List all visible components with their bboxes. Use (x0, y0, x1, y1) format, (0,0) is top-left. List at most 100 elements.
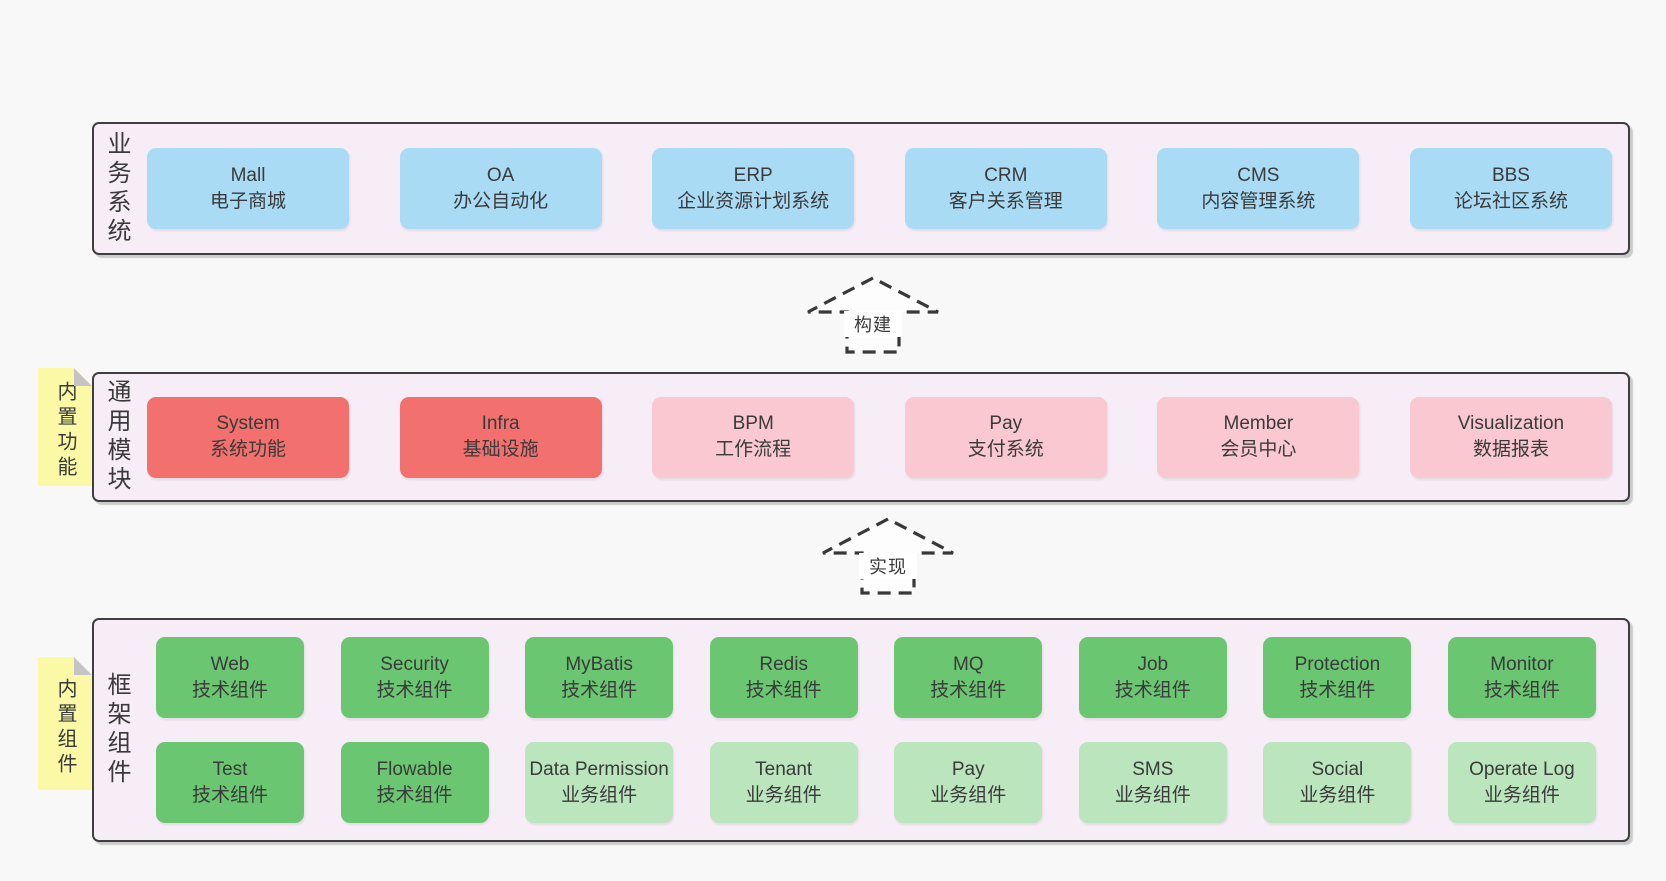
box-infra: Infra 基础设施 (399, 396, 602, 478)
box-social: Social 业务组件 (1263, 742, 1412, 823)
component-row: System 系统功能 Infra 基础设施 BPM 工作流程 Pay 支付系统 Member 会… (147, 396, 1612, 478)
box-security: Security 技术组件 (340, 637, 489, 718)
box-title: Security (380, 653, 449, 675)
box-title: Visualization (1457, 413, 1565, 435)
box-pay: Pay 支付系统 (904, 396, 1107, 478)
box-subtitle: 业务组件 (930, 784, 1007, 806)
box-title: System (216, 413, 280, 435)
box-subtitle: 系统功能 (209, 439, 286, 460)
box-subtitle: 技术组件 (930, 679, 1007, 701)
box-subtitle: 会员中心 (1220, 439, 1297, 460)
layer-label: 通用模块 (103, 379, 130, 495)
box-title: MQ (952, 653, 984, 675)
layer-label: 框架组件 (103, 672, 130, 788)
folded-corner-icon (74, 657, 92, 675)
box-title: BPM (732, 413, 774, 435)
box-subtitle: 基础设施 (462, 439, 539, 460)
box-test: Test 技术组件 (156, 742, 304, 823)
box-subtitle: 业务组件 (1299, 784, 1376, 806)
box-title: ERP (733, 164, 773, 186)
box-member: Member 会员中心 (1157, 396, 1360, 478)
box-cms: CMS 内容管理系统 (1157, 148, 1360, 229)
box-data-permission: Data Permission 业务组件 (525, 742, 674, 823)
box-title: Protection (1294, 653, 1381, 675)
box-subtitle: 支付系统 (967, 439, 1044, 460)
box-title: Pay (951, 758, 985, 780)
box-crm: CRM 客户关系管理 (904, 148, 1107, 229)
box-subtitle: 技术组件 (1299, 679, 1376, 701)
box-title: Social (1311, 758, 1364, 780)
box-title: OA (486, 164, 515, 186)
box-title: MyBatis (565, 653, 633, 675)
box-subtitle: 业务组件 (1114, 784, 1191, 806)
layer-common-modules: 通用模块 System 系统功能 Infra 基础设施 BPM 工作流程 Pay 支付系统 Me… (92, 372, 1630, 502)
box-subtitle: 数据报表 (1472, 439, 1549, 460)
box-pay: Pay 业务组件 (894, 742, 1043, 823)
box-subtitle: 内容管理系统 (1201, 190, 1316, 212)
box-tenant: Tenant 业务组件 (709, 742, 858, 823)
box-subtitle: 论坛社区系统 (1453, 190, 1568, 212)
folded-corner-icon (74, 368, 92, 386)
arrow-implement-label: 实现 (859, 553, 917, 579)
box-title: Infra (481, 413, 520, 435)
box-subtitle: 业务组件 (561, 784, 638, 806)
box-oa: OA 办公自动化 (399, 148, 602, 229)
box-title: BBS (1491, 164, 1530, 186)
box-subtitle: 业务组件 (1483, 784, 1560, 806)
box-title: Monitor (1490, 653, 1554, 675)
box-subtitle: 技术组件 (561, 679, 638, 701)
box-subtitle: 技术组件 (1114, 679, 1191, 701)
box-title: Test (212, 758, 248, 780)
box-flowable: Flowable 技术组件 (340, 742, 489, 823)
box-title: Flowable (376, 758, 453, 780)
layer-rows: System 系统功能 Infra 基础设施 BPM 工作流程 Pay 支付系统 Member 会… (147, 374, 1612, 500)
box-job: Job 技术组件 (1078, 637, 1227, 718)
box-sms: SMS 业务组件 (1078, 742, 1227, 823)
box-subtitle: 技术组件 (745, 679, 822, 701)
box-mq: MQ 技术组件 (894, 637, 1043, 718)
box-operate-log: Operate Log 业务组件 (1447, 742, 1596, 823)
box-title: Member (1223, 413, 1294, 435)
box-visualization: Visualization 数据报表 (1409, 396, 1612, 478)
box-bbs: BBS 论坛社区系统 (1409, 148, 1612, 229)
sticky-note-label: 内置功能 (54, 381, 76, 481)
box-subtitle: 工作流程 (715, 439, 792, 460)
box-subtitle: 技术组件 (191, 784, 268, 806)
box-subtitle: 客户关系管理 (948, 190, 1063, 212)
box-redis: Redis 技术组件 (709, 637, 858, 718)
sticky-note-built-in-features: 内置功能 (38, 368, 92, 486)
box-title: Pay (989, 413, 1023, 435)
box-title: Redis (759, 653, 808, 675)
box-title: CRM (984, 164, 1028, 186)
box-title: Tenant (755, 758, 813, 780)
box-bpm: BPM 工作流程 (652, 396, 855, 478)
box-title: Operate Log (1469, 758, 1575, 780)
sticky-note-label: 内置组件 (54, 677, 76, 778)
box-system: System 系统功能 (147, 396, 349, 478)
box-mybatis: MyBatis 技术组件 (525, 637, 674, 718)
box-title: SMS (1132, 758, 1174, 780)
box-title: Job (1137, 653, 1169, 675)
box-title: CMS (1237, 164, 1280, 186)
box-subtitle: 技术组件 (376, 679, 453, 701)
box-subtitle: 业务组件 (745, 784, 822, 806)
box-web: Web 技术组件 (156, 637, 304, 718)
box-protection: Protection 技术组件 (1263, 637, 1412, 718)
box-subtitle: 技术组件 (191, 679, 268, 701)
box-title: Web (210, 653, 250, 675)
box-title: Mall (230, 164, 266, 186)
box-subtitle: 办公自动化 (453, 190, 549, 212)
box-subtitle: 技术组件 (376, 784, 453, 806)
box-title: Data Permission (529, 758, 669, 780)
sticky-note-built-in-components: 内置组件 (38, 657, 92, 790)
